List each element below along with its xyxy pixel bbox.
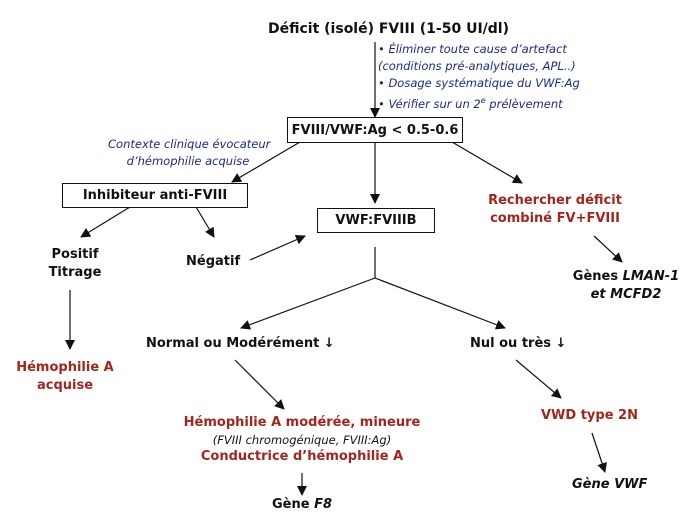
diagram-title: Déficit (isolé) FVIII (1-50 UI/dl)	[268, 21, 509, 37]
arrow-vwf-to-normal	[240, 277, 376, 330]
hemophilie-moderee-block: Hémophilie A modérée, mineure (FVIII chr…	[162, 414, 442, 466]
hemophilie-acquise-line1: Hémophilie A	[16, 360, 114, 375]
positif-label: Positif	[51, 247, 99, 262]
conductrice-hemophilie: Conductrice d’hémophilie A	[200, 449, 404, 464]
hemophilie-acquise-line2: acquise	[36, 378, 94, 393]
arrow-combined-to-genes	[593, 235, 623, 263]
arrow-inhibitor-to-positif	[80, 206, 131, 238]
note-second-sample: • Vérifier sur un 2e prélèvement	[378, 96, 563, 111]
arrow-ratio-to-inhibitor	[231, 141, 301, 183]
context-note-line2: d’hémophilie acquise	[126, 154, 250, 168]
gene-vwf: Gène VWF	[572, 477, 648, 492]
arrow-nul-to-vwd	[515, 359, 562, 399]
titrage-label: Titrage	[48, 265, 102, 280]
gene-f8: Gène F8	[272, 497, 333, 512]
hemophilie-acquise: Hémophilie A acquise	[10, 359, 120, 395]
nul-tres-label: Nul ou très ↓	[470, 336, 567, 351]
top-notes: • Éliminer toute cause d’artefact (condi…	[378, 41, 580, 113]
arrow-inhibitor-to-negatif	[195, 206, 215, 238]
positif-titrage: Positif Titrage	[40, 246, 110, 282]
note-vwfag: • Dosage systématique du VWF:Ag	[378, 76, 580, 90]
genes-lman-line1: Gènes LMAN-1	[572, 269, 680, 284]
genes-lman-mcfd: Gènes LMAN-1 et MCFD2	[566, 268, 686, 304]
vwf-fviiib-box: VWF:FVIIIB	[317, 208, 435, 233]
arrow-vwf-to-nul	[374, 277, 506, 330]
vwd-type-2n: VWD type 2N	[541, 408, 638, 423]
combined-search-line2: combiné FV+FVIII	[490, 211, 620, 226]
context-note-line1: Contexte clinique évocateur	[108, 137, 271, 151]
combined-search-line1: Rechercher déficit	[488, 193, 622, 208]
hemophilie-moderee-detail: (FVIII chromogénique, FVIII:Ag)	[212, 433, 392, 447]
arrow-ratio-to-combined	[451, 141, 523, 184]
arrow-vwd-to-genevwf	[591, 432, 607, 473]
genes-lman-line2: et MCFD2	[590, 287, 662, 302]
combined-search: Rechercher déficit combiné FV+FVIII	[487, 192, 623, 228]
arrow-negatif-to-vwf	[249, 235, 306, 261]
hemophilie-moderee: Hémophilie A modérée, mineure	[183, 415, 421, 430]
normal-moderate-label: Normal ou Modérément ↓	[146, 336, 335, 351]
context-note: Contexte clinique évocateur d’hémophilie…	[108, 136, 271, 170]
note-preanalytic: (conditions pré-analytiques, APL..)	[378, 59, 576, 73]
arrow-normal-to-moderee	[234, 359, 285, 410]
negatif-label: Négatif	[186, 254, 241, 269]
inhibitor-box: Inhibiteur anti-FVIII	[62, 183, 248, 208]
note-artefact: • Éliminer toute cause d’artefact	[378, 42, 567, 56]
ratio-box: FVIII/VWF:Ag < 0.5-0.6	[287, 117, 463, 143]
